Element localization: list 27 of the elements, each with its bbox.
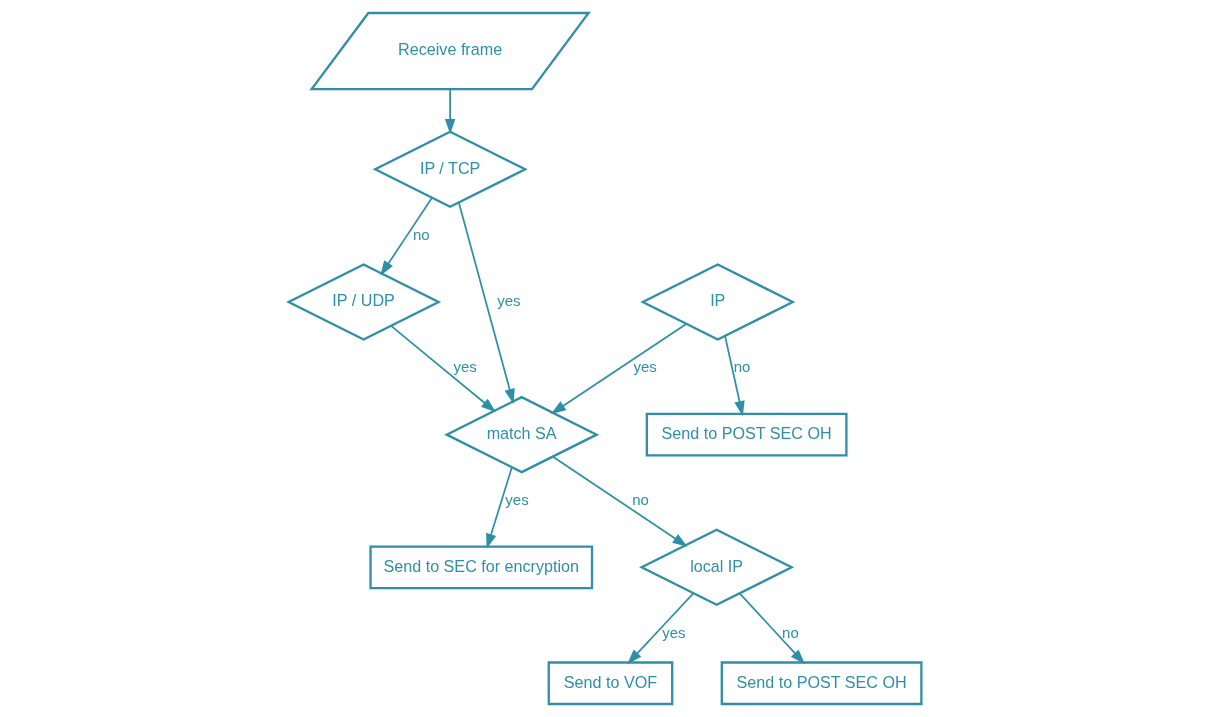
arrow <box>444 88 455 135</box>
node-box: Send to SEC for encryption <box>368 545 593 590</box>
node-diamond: IP / TCP <box>372 130 528 209</box>
arrow <box>626 592 694 665</box>
arrow <box>550 323 687 415</box>
node-box: Send to POST SEC OH <box>645 412 848 457</box>
edge-label: no <box>781 623 799 641</box>
node-box: Send to VOF <box>547 661 673 706</box>
arrow <box>551 455 688 547</box>
node-box: Send to POST SEC OH <box>720 661 923 706</box>
node-diamond: local IP <box>638 528 794 607</box>
edge-label: yes <box>632 358 657 376</box>
arrow <box>723 335 745 417</box>
node-diamond: IP <box>639 263 795 341</box>
arrow <box>485 466 513 549</box>
node-diamond: IP / UDP <box>285 263 441 341</box>
arrow <box>738 592 805 665</box>
edge-label: yes <box>504 490 529 508</box>
arrow <box>389 324 496 413</box>
edge-label: no <box>631 490 649 508</box>
edge-label: yes <box>496 291 521 309</box>
edge-label: no <box>733 358 750 376</box>
arrow <box>457 201 515 404</box>
edge-label: no <box>412 225 430 243</box>
edge-label: yes <box>661 623 686 641</box>
arrow <box>379 196 433 276</box>
edge-label: yes <box>452 358 477 376</box>
